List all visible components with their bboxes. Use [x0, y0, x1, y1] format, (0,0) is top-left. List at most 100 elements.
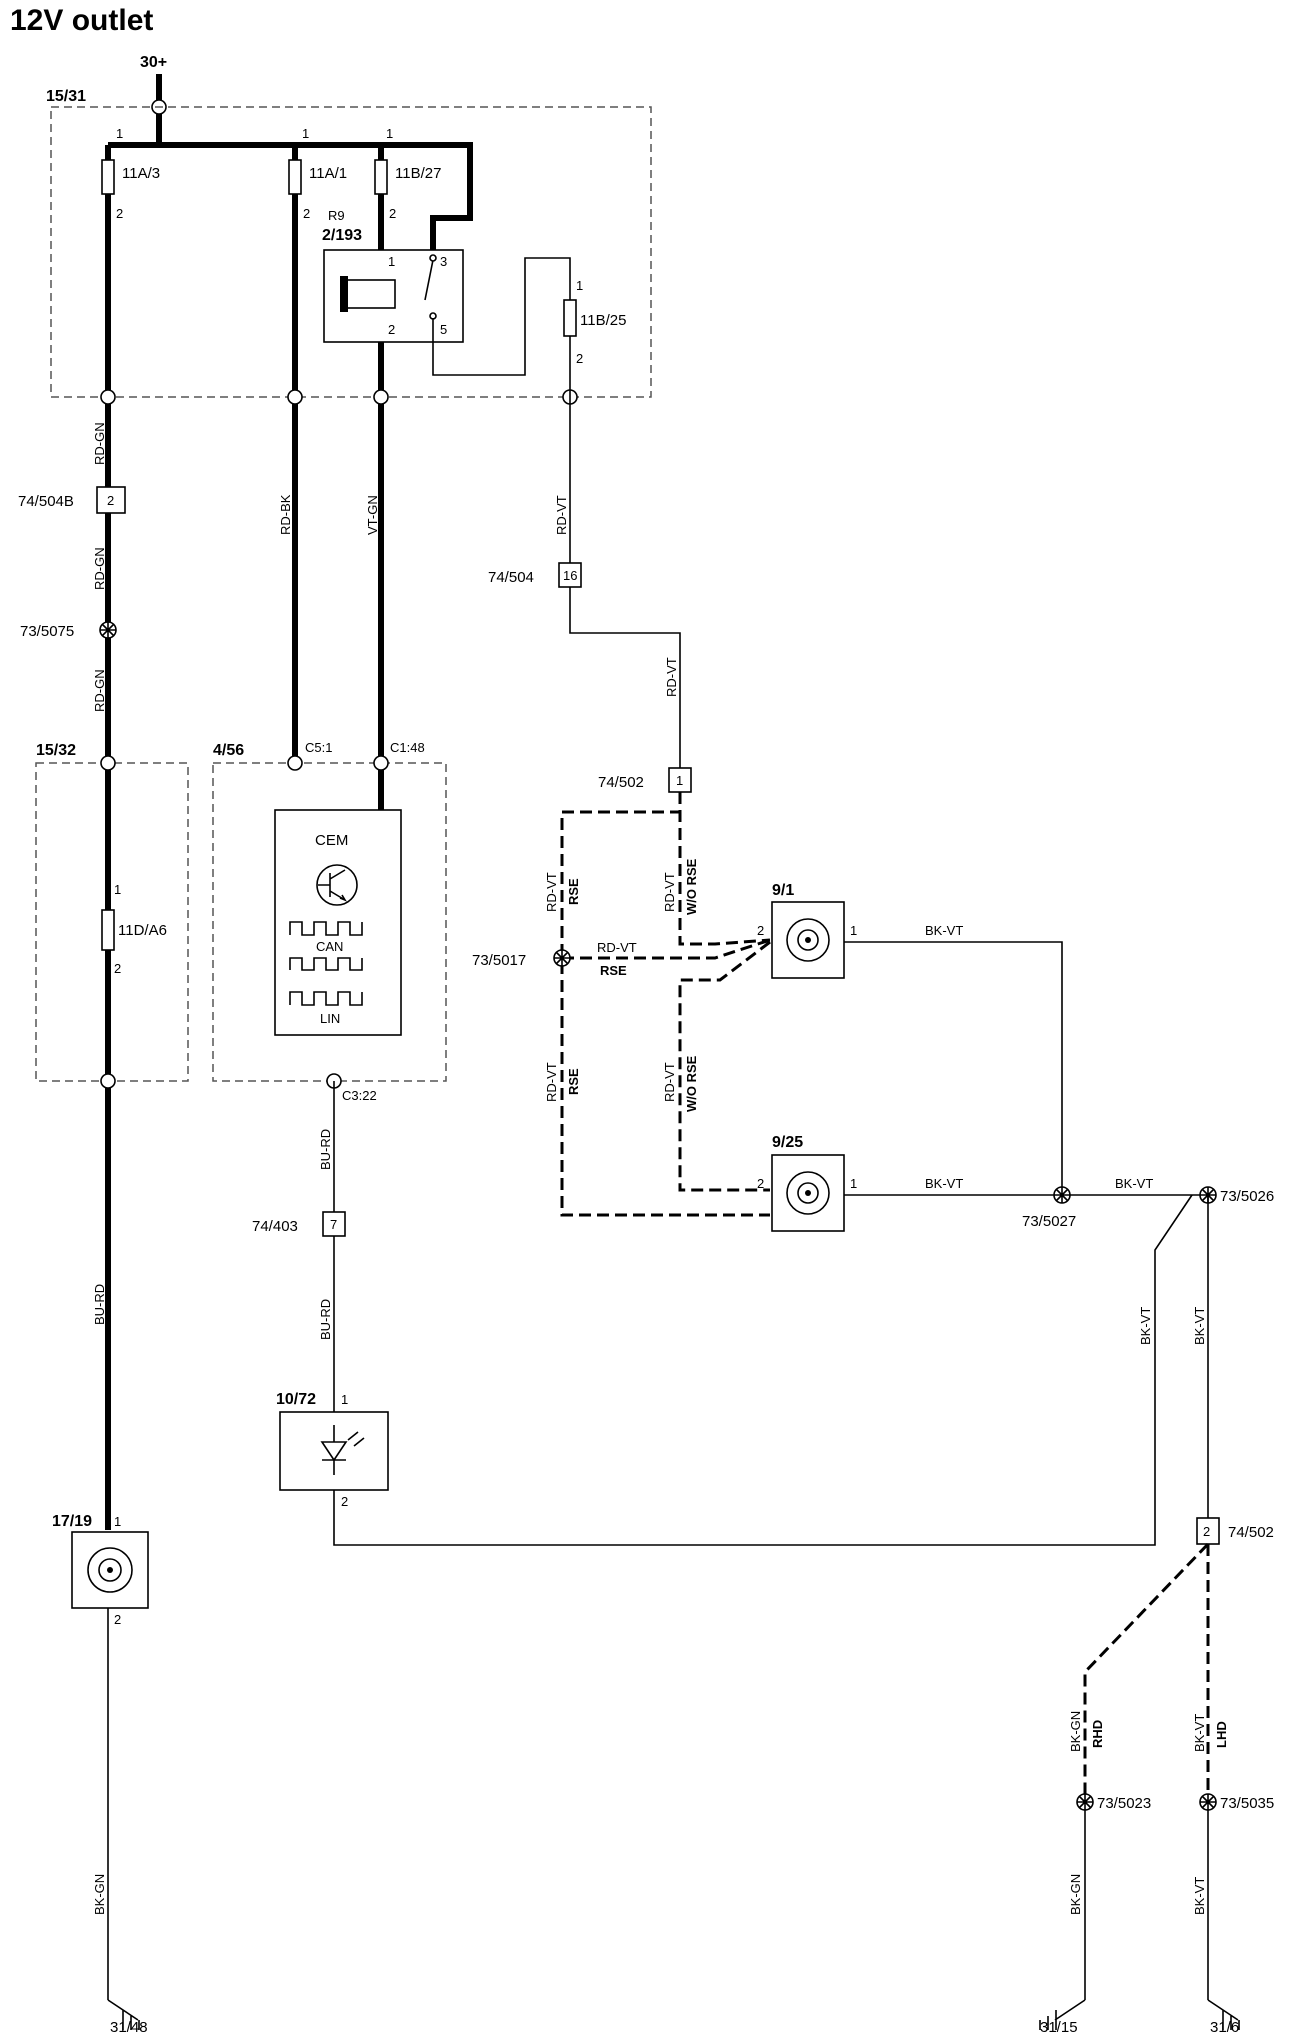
- splice-73-5017: [553, 949, 571, 967]
- ground-symbol: [107, 1999, 140, 2030]
- outlet-rear-1-ring: [786, 918, 830, 962]
- wire-color: RD-VT: [554, 495, 569, 535]
- component-label: 9/25: [772, 1134, 803, 1151]
- option-label: W/O RSE: [684, 858, 699, 915]
- connector-label: 74/504: [488, 569, 534, 586]
- cem-lin-label: LIN: [320, 1011, 340, 1026]
- pin-label: 2: [341, 1494, 348, 1509]
- pin-label: 2: [757, 923, 764, 938]
- wire-color: BK-GN: [1068, 1711, 1083, 1752]
- connector-pin: 1: [676, 773, 683, 788]
- outlet-front-ring: [87, 1547, 133, 1593]
- wire-rd-vt-rse-branch: [562, 938, 771, 960]
- fusebox-main-label: 15/31: [46, 88, 86, 105]
- cem-can-label: CAN: [316, 939, 343, 954]
- fuse-11b25: [563, 299, 577, 337]
- wire-color: RD-GN: [92, 669, 107, 712]
- splice-label: 73/5075: [20, 623, 74, 640]
- pin-label: 1: [114, 1514, 121, 1529]
- pin-label: 2: [114, 1612, 121, 1627]
- wire-color: RD-GN: [92, 422, 107, 465]
- fuse-label: 11B/25: [580, 312, 626, 329]
- connector-label: 74/502: [598, 774, 644, 791]
- wire-bk-vt-rear1: [844, 941, 1063, 1195]
- option-label: RHD: [1090, 1720, 1105, 1748]
- wire-color: RD-VT: [544, 872, 559, 912]
- cem-pin-label: C1:48: [390, 740, 425, 755]
- component-label: 17/19: [52, 1513, 92, 1530]
- component-label: 10/72: [276, 1391, 316, 1408]
- pin-label: 2: [389, 206, 396, 221]
- wire-color: VT-GN: [365, 495, 380, 535]
- connector-label: 74/504B: [18, 493, 74, 510]
- connector-74-504b: [96, 486, 126, 514]
- can-signal-icon-2: [289, 957, 363, 971]
- pin-label: 2: [388, 322, 395, 337]
- pin-label: 1: [302, 126, 309, 141]
- fuse-11a3: [101, 159, 115, 195]
- relay-output-wire: [432, 257, 571, 376]
- splice-label: 73/5017: [472, 952, 526, 969]
- relay-label: 2/193: [322, 227, 362, 244]
- splice-label: 73/5023: [1097, 1795, 1151, 1812]
- pin-label: 2: [757, 1176, 764, 1191]
- outlet-rear-1-center: [805, 937, 811, 943]
- wire-color: RD-GN: [92, 547, 107, 590]
- relay-coil: [344, 279, 396, 309]
- bus-bar: [108, 142, 473, 254]
- power-label: 30+: [140, 54, 167, 71]
- connector-pin: 2: [107, 493, 114, 508]
- option-label: RSE: [566, 1068, 581, 1095]
- relay-ref-label: R9: [328, 208, 345, 223]
- wire-color: BK-VT: [1138, 1307, 1153, 1345]
- connector-pin: 2: [1203, 1524, 1210, 1539]
- connector-pin: 7: [330, 1217, 337, 1232]
- fusebox-main-boundary: [50, 106, 652, 398]
- option-label: W/O RSE: [684, 1055, 699, 1112]
- transistor-icon: [316, 864, 358, 906]
- wire-color: RD-VT: [664, 657, 679, 697]
- pin-label: 2: [116, 206, 123, 221]
- wire-color: BK-VT: [1192, 1877, 1207, 1915]
- wire-rd-vt-wo-rse-2: [678, 940, 771, 1192]
- wire-color: BK-VT: [1192, 1714, 1207, 1752]
- fuse-label: 11A/3: [122, 165, 160, 182]
- box-node: [287, 389, 303, 405]
- led-icon: [320, 1425, 365, 1475]
- outlet-rear-1-ring: [797, 929, 819, 951]
- splice-73-5027: [1053, 1186, 1071, 1204]
- wire-color: BK-GN: [1068, 1874, 1083, 1915]
- wire-color: BK-VT: [925, 1176, 963, 1191]
- option-label: RSE: [566, 878, 581, 905]
- relay-contact: [429, 254, 437, 262]
- pin-label: 1: [576, 278, 583, 293]
- fuse-11a1: [288, 159, 302, 195]
- wire-color: BK-GN: [92, 1874, 107, 1915]
- fuse-11b27: [374, 159, 388, 195]
- pin-label: 3: [440, 254, 447, 269]
- pin-label: 1: [116, 126, 123, 141]
- ground-label: 31/48: [110, 2019, 148, 2036]
- splice-73-5035: [1199, 1793, 1217, 1811]
- pin-label: 2: [576, 351, 583, 366]
- splice-label: 73/5027: [1022, 1213, 1076, 1230]
- connector-label: 74/403: [252, 1218, 298, 1235]
- pin-label: 2: [303, 206, 310, 221]
- box-node: [100, 389, 116, 405]
- relay-switch: [424, 259, 434, 301]
- option-label: LHD: [1214, 1721, 1229, 1748]
- wire-color: BK-VT: [1115, 1176, 1153, 1191]
- ground-symbol: [1207, 1999, 1240, 2030]
- ground-symbol: [1039, 1999, 1086, 2030]
- pin-label: 1: [341, 1392, 348, 1407]
- pin-label: 5: [440, 322, 447, 337]
- wire-color: BU-RD: [318, 1129, 333, 1170]
- option-label: RSE: [600, 963, 627, 978]
- wire-color: RD-VT: [544, 1062, 559, 1102]
- cem-pin-node: [373, 755, 389, 771]
- wire-bk-vt-led-ground: [333, 1194, 1193, 1546]
- ground-label: 31/6: [1210, 2019, 1239, 2036]
- splice-73-5075: [99, 621, 117, 639]
- component-label: 9/1: [772, 882, 794, 899]
- wire-rd-vt-feed: [569, 358, 681, 780]
